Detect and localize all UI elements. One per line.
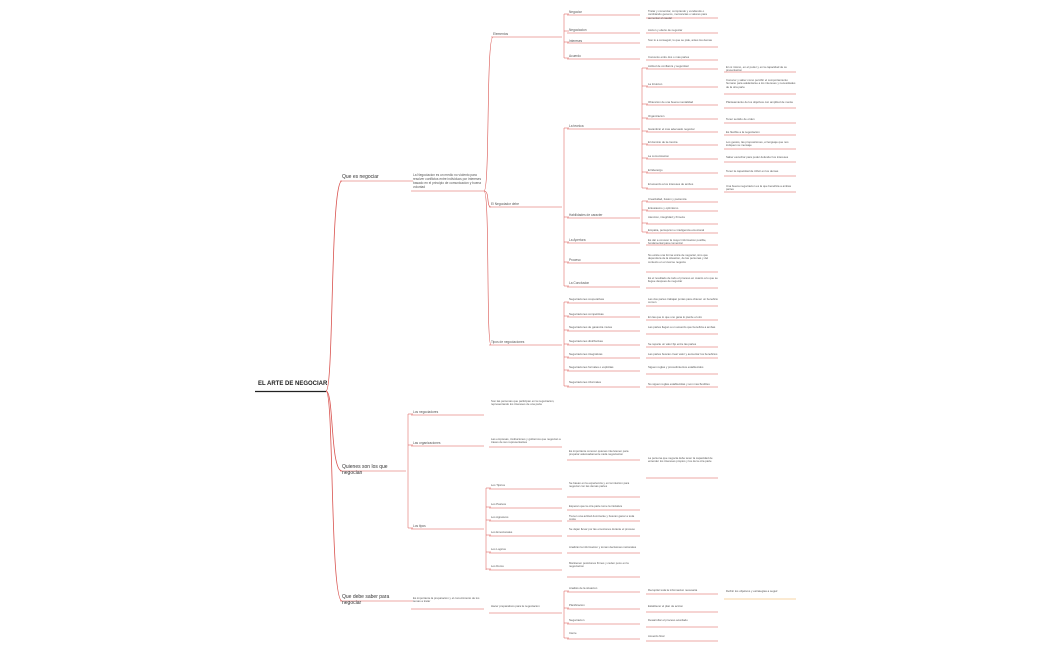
tecnica-desc: Tener sentido de orden (726, 117, 755, 121)
quienes-sub-desc: Las empresas, instituciones y gobiernos … (491, 437, 561, 445)
saber-item-label[interactable]: Analisis de la situacion (569, 586, 598, 590)
quienes-sub[interactable]: Los negociadores (413, 410, 439, 414)
tipo-label[interactable]: Negociaciones informales (569, 380, 602, 384)
que-es-definicion: La Negociacion es un medio no violento p… (413, 173, 482, 189)
tipos-negociaciones-node[interactable]: Tipos de negociaciones (491, 340, 525, 344)
tecnica-label[interactable]: El dominio de la ciencia (648, 140, 678, 144)
tipo-negociador-label[interactable]: Los Tipicos (491, 483, 505, 487)
tecnica-label[interactable]: Obtencion de una buena mentalidad (648, 100, 694, 104)
tipo-negociador-desc: Se dejan llevar por las emociones durant… (569, 527, 635, 531)
habilidad-item: Atencion, integridad y firmeza (648, 215, 685, 219)
tecnica-desc: Conocer y saber como percibir el comport… (726, 78, 796, 89)
elemento-desc: Son lo a conseguir, lo que se pide, ante… (648, 38, 712, 42)
la-tecnica-node[interactable]: La tecnica (569, 124, 584, 128)
tipo-label[interactable]: Negociaciones distributivas (569, 339, 603, 343)
tipo-negociador-label[interactable]: Los Pasivos (491, 502, 507, 506)
tecnica-desc: En si mismo, en el poder y en la capacid… (726, 65, 787, 73)
tecnica-label[interactable]: Organizacion (648, 114, 665, 118)
tecnica-desc: Tener la capacidad de influir en los dem… (726, 169, 779, 173)
saber-item-label[interactable]: Cierre (569, 631, 577, 635)
saber-item-desc: Acuerdo final (648, 634, 665, 638)
connector (483, 190, 492, 208)
tipo-desc: Siguen reglas y procedimientos estableci… (648, 365, 704, 369)
saber-item-note: Definir los objetivos y estrategias a se… (726, 589, 778, 593)
tipo-desc: Las partes buscan crear valor y aumentar… (648, 352, 718, 356)
tipo-negociador-label[interactable]: Los Duros (491, 564, 504, 568)
tipo-negociador-desc: Esperan que la otra parte tome la inicia… (569, 504, 623, 508)
quienes-sub-desc: Son las personas que participan en la ne… (491, 399, 555, 407)
saber-def: Es importante la preparacion y el conoci… (413, 596, 480, 604)
tecnica-desc: Es flexible a la negociacion (726, 130, 760, 134)
tipo-label[interactable]: Negociaciones competitivas (569, 312, 604, 316)
quienes-sub[interactable]: Las organizaciones (413, 441, 441, 445)
tecnica-label[interactable]: El liderazgo (648, 168, 663, 172)
quienes-gap-desc: Es importante conocer quienes interviene… (569, 449, 629, 457)
tipo-negociador-label[interactable]: Los Emocionales (491, 530, 513, 534)
connector (483, 190, 492, 346)
tecnica-label[interactable]: La comunicacion (648, 154, 669, 158)
tecnica-desc: Los gestos, las proposiciones, el lengua… (726, 140, 789, 148)
branch-que-es-negociar[interactable]: Que es negociar (342, 174, 379, 180)
tecnica-label[interactable]: El acuerdo a los intereses de ambos (648, 182, 694, 186)
connector (325, 390, 343, 472)
elemento-label[interactable]: Negociar (569, 10, 582, 14)
elementos-node[interactable]: Elementos (493, 32, 509, 36)
saber-item-label[interactable]: Negociacion (569, 618, 585, 622)
elemento-label[interactable]: Intereses (569, 39, 583, 43)
tecnica-desc: Una buena negociacion es la que benefici… (726, 184, 791, 192)
tipo-desc: No siguen reglas establecidas y son mas … (648, 382, 710, 386)
proceso-node[interactable]: Proceso (569, 258, 581, 262)
elemento-label[interactable]: Negociacion (569, 28, 587, 32)
elemento-label[interactable]: Acuerdo (569, 54, 581, 58)
tipo-desc: Se reparte un valor fijo entre las parte… (648, 342, 697, 346)
tipo-negociador-desc: Mantienen posiciones firmes y ceden poco… (569, 561, 629, 569)
tipo-label[interactable]: Negociaciones integrativas (569, 352, 603, 356)
tecnica-label[interactable]: Actitud de confianza y seguridad (648, 64, 689, 68)
saber-item-desc: Establecer el plan de accion (648, 604, 683, 608)
saber-item-label[interactable]: Planificacion (569, 603, 585, 607)
apertura-desc: Es dar a conocer la mayor informacion po… (648, 238, 707, 246)
tipo-desc: En las que lo que uno gana lo pierde el … (648, 315, 703, 319)
elemento-desc: Accion y efecto de negociar (648, 28, 683, 32)
tipo-negociador-label[interactable]: Los Agresivos (491, 515, 509, 519)
conclusion-desc: Es el resultado de todo el proceso en cu… (648, 276, 718, 284)
habilidad-item: Creatividad, ilusion y paciencia (648, 197, 687, 201)
tecnica-desc: Saber escuchar para poder defender los i… (726, 155, 789, 159)
tipo-negociador-desc: Tienen una actitud dominante y buscan ga… (569, 514, 635, 522)
saber-sub[interactable]: Hacer preparativos para la negociacion (491, 604, 540, 608)
tecnica-desc: Planteamiento de los objetivos con ampli… (726, 100, 794, 104)
proceso-desc: No existe una forma unica de negociar, s… (648, 253, 709, 264)
tipo-label[interactable]: Negociaciones de ganancia mutua (569, 325, 612, 329)
habilidad-item: Empatia, percepcion e inteligencia emoci… (648, 228, 705, 232)
conclusion-node[interactable]: La Conclusion (569, 281, 590, 285)
negociador-node[interactable]: El Negociador debe (491, 202, 519, 206)
tipo-label[interactable]: Negociaciones cooperativas (569, 297, 604, 301)
los-tipos-node[interactable]: Los tipos (413, 524, 426, 528)
habilidades-node[interactable]: Habilidades de caracter (569, 213, 603, 217)
tipo-desc: Las dos partes trabajan juntas para obte… (648, 297, 718, 305)
tipo-negociador-desc: Se basan en la experiencia y en la intui… (569, 481, 630, 489)
habilidad-item: Entusiasmo y optimismo (648, 206, 679, 210)
quienes-gap-note: La persona que negocia debe tener la cap… (648, 456, 713, 464)
elemento-desc: Convenio entre dos o mas partes (648, 55, 690, 59)
tipo-desc: Las partes llegan a un acuerdo que benef… (648, 325, 716, 329)
connector (325, 180, 343, 392)
elemento-desc: Tratar y comerciar, comprando y vendiend… (648, 9, 707, 20)
apertura-node[interactable]: La Apertura (569, 238, 586, 242)
root-title[interactable]: EL ARTE DE NEGOCIAR (258, 381, 328, 387)
connector (325, 390, 343, 602)
branch-que-debe-saber[interactable]: Que debe saber para negociar (342, 594, 390, 607)
tecnica-label[interactable]: La Intuicion (648, 82, 663, 86)
tecnica-label[interactable]: Garantizar el mas adecuado negociar (648, 127, 695, 131)
saber-item-desc: Recopilar toda la informacion necesaria (648, 588, 698, 592)
tipo-label[interactable]: Negociaciones formales o explicitas (569, 365, 614, 369)
connector (483, 36, 494, 192)
branch-quienes-negocian[interactable]: Quienes son los que negocian (342, 464, 388, 477)
tipo-negociador-desc: Analizan la informacion y toman decision… (569, 545, 637, 549)
saber-item-desc: Desarrollar el proceso acordado (648, 618, 688, 622)
tipo-negociador-label[interactable]: Los Logicos (491, 547, 506, 551)
